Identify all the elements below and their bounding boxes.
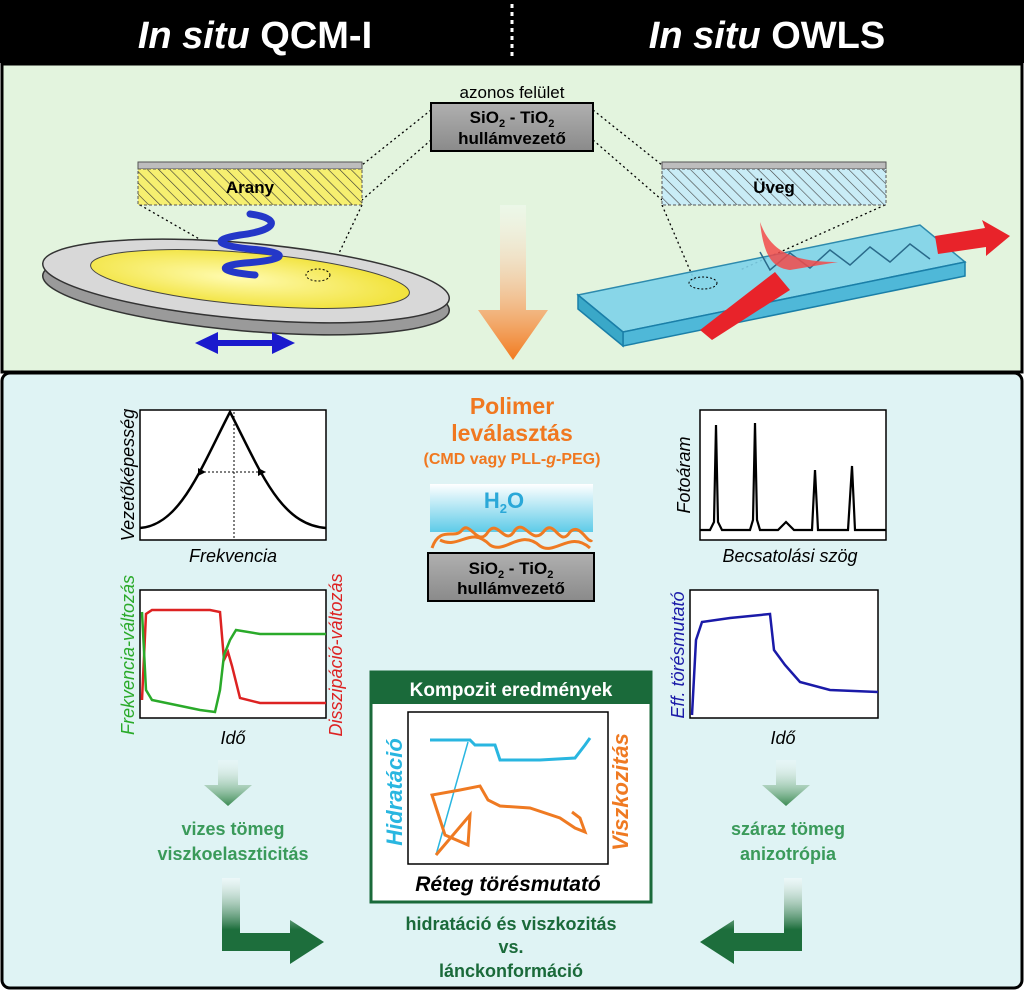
photocurrent-ylabel: Fotoáram <box>674 436 694 513</box>
left-down-arrow-icon <box>204 760 252 806</box>
qcm-crystal <box>41 238 451 336</box>
composite-ylabel-left: Hidratáció <box>382 738 407 846</box>
water-layer <box>430 484 593 532</box>
evanescent-field <box>760 222 838 270</box>
left-result-line1: vizes tömeg <box>181 819 284 839</box>
qcm-xlabel: Idő <box>220 728 246 748</box>
polymer-coil-icon <box>217 210 283 279</box>
refractive-ylabel: Eff. törésmutató <box>668 591 688 718</box>
output-arrow-icon <box>935 220 1010 256</box>
gold-top-layer <box>137 161 363 170</box>
composite-xlabel: Réteg törésmutató <box>415 873 601 896</box>
qcm-ylabel-right: Disszipáció-változás <box>326 573 346 736</box>
viscosity-series <box>430 784 588 856</box>
resonance-curve <box>139 409 327 530</box>
final-result-line1: hidratáció és viszkozitás <box>405 914 616 934</box>
qcm-ylabel-left: Frekvencia-változás <box>118 575 138 735</box>
right-down-arrow-icon <box>762 760 810 806</box>
qcm-time-plot: Frekvencia-változás Disszipáció-változás… <box>118 573 346 748</box>
center-title-line2: leválasztás <box>451 420 572 446</box>
conductance-ylabel: Vezetőképesség <box>118 409 138 541</box>
conductance-xlabel: Frekvencia <box>189 546 277 566</box>
header-left: In situ QCM-I <box>138 15 372 57</box>
process-arrow-icon <box>478 205 548 360</box>
photocurrent-series <box>700 422 886 532</box>
waveguide-box-center <box>427 552 595 602</box>
center-title-line1: Polimer <box>470 393 554 419</box>
surface-label: azonos felület <box>460 83 565 102</box>
refractive-xlabel: Idő <box>770 728 796 748</box>
hydration-series <box>430 737 592 762</box>
center-subtitle: (CMD vagy PLL-g-PEG) <box>424 451 601 468</box>
polymer-layer <box>430 525 594 550</box>
composite-ylabel-right: Viszkozitás <box>608 733 633 851</box>
waveguide-box-top <box>430 102 594 152</box>
final-result-line3: lánckonformáció <box>439 961 583 981</box>
waveguide-center-line1: SiO2 - TiO2 <box>469 559 554 581</box>
refractive-series <box>690 612 879 716</box>
glass-layer <box>661 168 887 206</box>
photocurrent-xlabel: Becsatolási szög <box>722 546 857 566</box>
left-elbow-arrow-icon <box>222 878 324 964</box>
final-result-line2: vs. <box>498 937 523 957</box>
left-result-line2: viszkoelaszticitás <box>157 844 308 864</box>
glass-label: Üveg <box>753 178 795 197</box>
right-result-line2: anizotrópia <box>740 844 837 864</box>
header-right: In situ OWLS <box>649 15 885 57</box>
frequency-series <box>140 611 326 714</box>
waveguide-center-line2: hullámvezető <box>457 579 565 598</box>
gold-label: Arany <box>226 178 275 197</box>
shear-arrow-icon <box>195 332 295 354</box>
composite-title: Kompozit eredmények <box>410 680 613 701</box>
water-label: H2O <box>484 488 524 516</box>
conductance-plot: Vezetőképesség Frekvencia <box>118 409 327 566</box>
photocurrent-plot: Fotoáram Becsatolási szög <box>674 409 887 566</box>
waveguide-top-line2: hullámvezető <box>458 129 566 148</box>
right-elbow-arrow-icon <box>700 878 802 964</box>
refractive-plot: Eff. törésmutató Idő <box>668 589 879 748</box>
glass-top-layer <box>661 161 887 170</box>
right-result-line1: száraz tömeg <box>731 819 845 839</box>
gold-layer <box>137 168 363 206</box>
incident-beam <box>700 272 790 340</box>
waveguide-top-line1: SiO2 - TiO2 <box>470 108 555 130</box>
composite-plot: Kompozit eredmények Hidratáció Viszkozit… <box>369 670 653 904</box>
